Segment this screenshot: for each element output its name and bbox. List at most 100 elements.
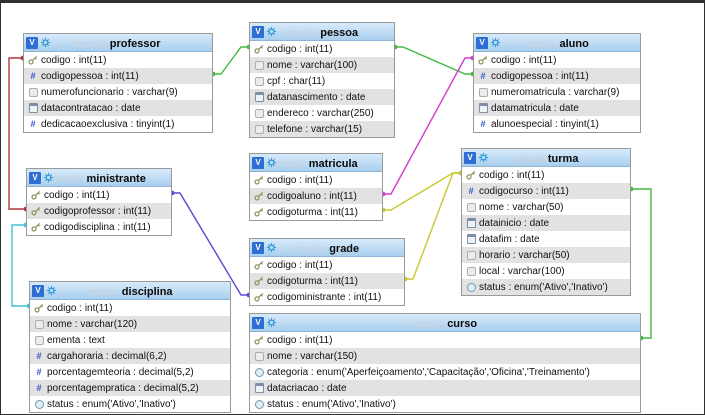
collapse-button[interactable]: V (29, 171, 41, 184)
field-row[interactable]: datainicio : date (462, 215, 630, 231)
field-row[interactable]: #cargahoraria : decimal(6,2) (30, 348, 230, 364)
field-separator: : (508, 169, 517, 181)
field-row[interactable]: #codigopessoa : int(11) (474, 68, 640, 84)
field-row[interactable]: #alunoespecial : tinyint(1) (474, 116, 640, 132)
field-row[interactable]: numerofuncionario : varchar(9) (24, 84, 212, 100)
primary-key-icon (30, 189, 42, 201)
field-row[interactable]: status : enum('Ativo','Inativo') (462, 279, 630, 295)
table-options-gear-icon[interactable] (40, 37, 51, 48)
field-row[interactable]: codigoturma : int(11) (250, 273, 404, 289)
field-separator: : (345, 291, 354, 303)
table-options-gear-icon[interactable] (478, 152, 489, 163)
field-type: varchar(120) (80, 318, 138, 330)
field-row[interactable]: local : varchar(100) (462, 263, 630, 279)
collapse-button[interactable]: V (252, 156, 264, 169)
field-row[interactable]: #codigocurso : int(11) (462, 183, 630, 199)
field-type: date (121, 102, 141, 114)
field-row[interactable]: categoria : enum('Aperfeiçoamento','Capa… (250, 364, 640, 380)
field-row[interactable]: codigo : int(11) (250, 332, 640, 348)
field-row[interactable]: horario : varchar(50) (462, 247, 630, 263)
field-row[interactable]: datanascimento : date (250, 89, 394, 105)
field-row[interactable]: status : enum('Ativo','Inativo') (250, 396, 640, 412)
field-row[interactable]: nome : varchar(50) (462, 199, 630, 215)
field-row[interactable]: nome : varchar(100) (250, 57, 394, 73)
field-row[interactable]: codigo : int(11) (250, 41, 394, 57)
field-row[interactable]: telefone : varchar(15) (250, 121, 394, 137)
field-row[interactable]: datacontratacao : date (24, 100, 212, 116)
field-row[interactable]: nome : varchar(120) (30, 316, 230, 332)
table-options-gear-icon[interactable] (266, 317, 277, 328)
field-row[interactable]: codigoturma : int(11) (250, 204, 382, 220)
collapse-button[interactable]: V (252, 25, 264, 38)
table-options-gear-icon[interactable] (46, 285, 57, 296)
field-row[interactable]: codigo : int(11) (462, 167, 630, 183)
table-options-gear-icon[interactable] (266, 26, 277, 37)
collapse-button[interactable]: V (476, 36, 488, 49)
table-options-gear-icon[interactable] (266, 157, 277, 168)
field-separator: : (532, 185, 542, 197)
table-options-gear-icon[interactable] (266, 242, 277, 253)
schema-label: escola (294, 243, 326, 255)
field-type: varchar(100) (300, 59, 358, 71)
field-row[interactable]: datafim : date (462, 231, 630, 247)
collapse-button[interactable]: V (32, 284, 44, 297)
text-column-icon (465, 265, 477, 277)
enum-column-icon (253, 366, 265, 378)
field-row[interactable]: codigo : int(11) (30, 300, 230, 316)
field-row[interactable]: cpf : char(11) (250, 73, 394, 89)
table-name: matricula (308, 158, 358, 170)
collapse-button[interactable]: V (252, 241, 264, 254)
field-row[interactable]: codigoaluno : int(11) (250, 188, 382, 204)
field-row[interactable]: codigoprofessor : int(11) (27, 203, 171, 219)
field-separator: : (70, 54, 79, 66)
field-row[interactable]: codigo : int(11) (24, 52, 212, 68)
field-row[interactable]: codigo : int(11) (474, 52, 640, 68)
field-row[interactable]: #codigopessoa : int(11) (24, 68, 212, 84)
table-options-gear-icon[interactable] (490, 37, 501, 48)
collapse-button[interactable]: V (252, 316, 264, 329)
field-separator: : (505, 281, 515, 293)
field-row[interactable]: endereco : varchar(250) (250, 105, 394, 121)
field-name: local (479, 265, 500, 277)
field-row[interactable]: #porcentagemteoria : decimal(5,2) (30, 364, 230, 380)
field-row[interactable]: numeromatricula : varchar(9) (474, 84, 640, 100)
field-separator: : (296, 43, 305, 55)
field-row[interactable]: ementa : text (30, 332, 230, 348)
field-name: porcentagemteoria (47, 366, 131, 378)
field-row[interactable]: datamatricula : date (474, 100, 640, 116)
collapse-button[interactable]: V (464, 151, 476, 164)
field-row[interactable]: codigoministrante : int(11) (250, 289, 404, 305)
field-row[interactable]: codigo : int(11) (27, 187, 171, 203)
field-row[interactable]: #porcentagempratica : decimal(5,2) (30, 380, 230, 396)
field-row[interactable]: #dedicacaoexclusiva : tinyint(1) (24, 116, 212, 132)
table-options-gear-icon[interactable] (43, 172, 54, 183)
field-name: status (479, 281, 506, 293)
field-row[interactable]: datacriacao : date (250, 380, 640, 396)
collapse-button[interactable]: V (26, 36, 38, 49)
field-row[interactable]: nome : varchar(150) (250, 348, 640, 364)
field-type: enum('Ativo','Inativo') (82, 398, 176, 410)
field-row[interactable]: status : enum('Ativo','Inativo') (30, 396, 230, 412)
field-row[interactable]: codigo : int(11) (250, 257, 404, 273)
field-row[interactable]: codigo : int(11) (250, 172, 382, 188)
text-column-icon (253, 59, 265, 71)
field-row[interactable]: codigodisciplina : int(11) (27, 219, 171, 235)
